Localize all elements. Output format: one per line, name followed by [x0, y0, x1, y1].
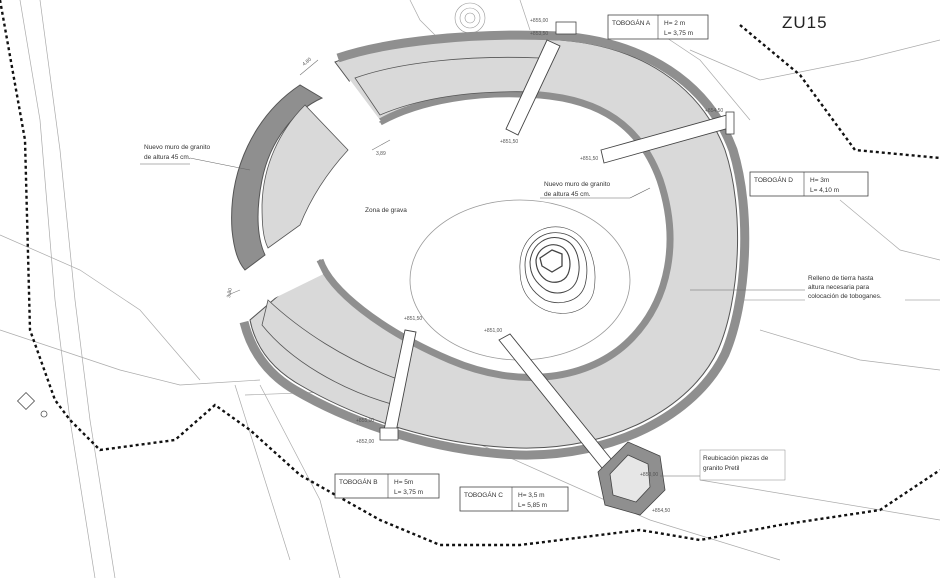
- svg-text:granito Pretil: granito Pretil: [703, 465, 740, 472]
- note-wall-center: Nuevo muro de granito de altura 45 cm.: [540, 181, 651, 199]
- earth-fill-ring: [249, 38, 739, 449]
- svg-text:Nuevo muro de granito: Nuevo muro de granito: [544, 181, 611, 188]
- dimension-marks: [227, 59, 391, 296]
- elev-a-end: +851,50: [500, 139, 518, 145]
- note-gravel: Zona de grava: [365, 207, 407, 214]
- label-tobogan-d: TOBOGÁN D H= 3m L= 4,10 m: [749, 171, 869, 197]
- survey-marker-icon: [16, 391, 48, 418]
- elev-b-top: +851,50: [404, 316, 422, 322]
- outer-wall: [239, 30, 750, 460]
- svg-text:H= 5m: H= 5m: [394, 479, 413, 486]
- svg-text:TOBOGÁN C: TOBOGÁN C: [464, 490, 503, 499]
- dim-label-3: 3,80: [226, 288, 234, 299]
- zone-label: ZU15: [782, 13, 828, 32]
- elev-a-bottom: +853,50: [530, 31, 548, 37]
- elev-c-top: +851,00: [484, 328, 502, 334]
- elev-d-top: +854,50: [705, 108, 723, 114]
- note-fill: Relleno de tierra hasta altura necesaria…: [690, 270, 905, 302]
- elev-b-bottom: +855,00: [356, 418, 374, 424]
- svg-text:H= 3m: H= 3m: [810, 177, 829, 184]
- label-tobogan-b: TOBOGÁN B H= 5m L= 3,75 m: [334, 473, 440, 499]
- svg-text:Nuevo muro de granito: Nuevo muro de granito: [144, 144, 211, 151]
- label-tobogan-a: TOBOGÁN A H= 2 m L= 3,75 m: [607, 14, 709, 40]
- elev-c-mid: +853,00: [640, 472, 658, 478]
- svg-text:L= 4,10 m: L= 4,10 m: [810, 187, 839, 194]
- label-tobogan-c: TOBOGÁN C H= 3,5 m L= 5,85 m: [459, 486, 569, 512]
- elev-d-end: +851,50: [580, 156, 598, 162]
- elev-a-top: +855,00: [530, 18, 548, 24]
- svg-text:L= 5,85 m: L= 5,85 m: [518, 502, 547, 509]
- note-relocation: Reubicación piezas de granito Pretil: [660, 449, 786, 481]
- svg-text:TOBOGÁN D: TOBOGÁN D: [754, 175, 793, 184]
- svg-text:H= 3,5 m: H= 3,5 m: [518, 492, 545, 499]
- svg-text:de altura 45 cm.: de altura 45 cm.: [544, 191, 591, 198]
- svg-text:de altura 45 cm.: de altura 45 cm.: [144, 154, 191, 161]
- slide-end-boxes: [379, 21, 735, 441]
- svg-text:TOBOGÁN A: TOBOGÁN A: [612, 18, 651, 27]
- svg-text:colocación de toboganes.: colocación de toboganes.: [808, 293, 882, 300]
- site-boundary: [0, 0, 940, 547]
- tree-symbol: [454, 2, 486, 34]
- svg-text:Reubicación piezas de: Reubicación piezas de: [703, 455, 769, 462]
- elev-c-end: +854,50: [652, 508, 670, 514]
- dim-label-2: 3,89: [376, 151, 386, 157]
- svg-text:altura necesaria para: altura necesaria para: [808, 284, 869, 291]
- svg-text:L= 3,75 m: L= 3,75 m: [664, 30, 693, 37]
- elevation-labels: +855,00 +853,50 +851,50 +854,50 +851,50 …: [356, 18, 723, 514]
- note-wall-left: Nuevo muro de granito de altura 45 cm.: [140, 144, 251, 171]
- path-openings: [261, 80, 381, 302]
- elev-b-end: +852,00: [356, 439, 374, 445]
- slide-a: [505, 39, 561, 136]
- svg-text:Relleno de tierra hasta: Relleno de tierra hasta: [808, 275, 874, 282]
- hexagon-platform: [597, 441, 666, 516]
- svg-text:H= 2 m: H= 2 m: [664, 20, 685, 27]
- svg-text:L= 3,75 m: L= 3,75 m: [394, 489, 423, 496]
- svg-text:TOBOGÁN B: TOBOGÁN B: [339, 477, 378, 486]
- dim-label-1: 4,80: [301, 57, 312, 68]
- west-wall-segment: [231, 84, 324, 271]
- contour-mound: [519, 226, 596, 314]
- west-fill-segment: [261, 104, 349, 249]
- inner-clearing-outline: [409, 199, 631, 361]
